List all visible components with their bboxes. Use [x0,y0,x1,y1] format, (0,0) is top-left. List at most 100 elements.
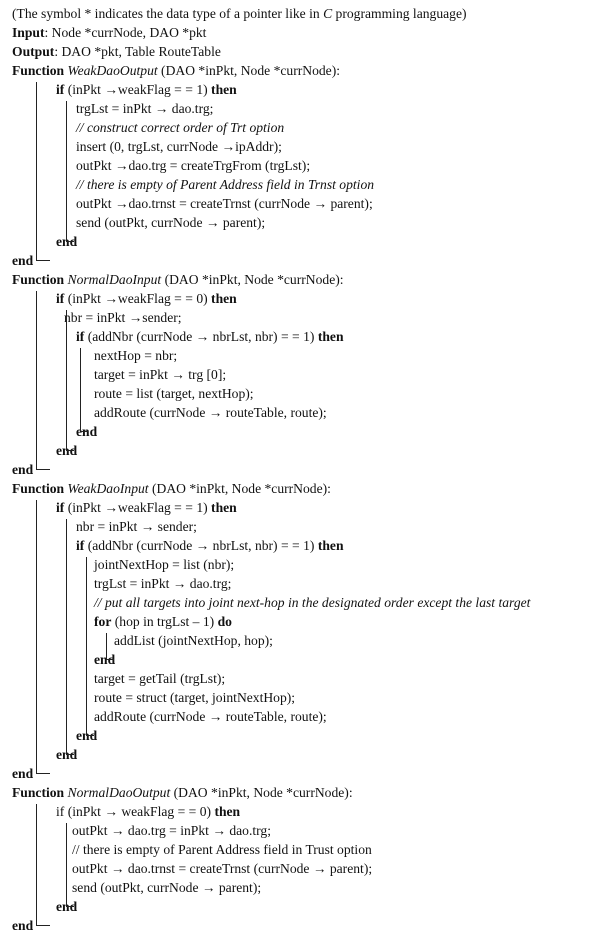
token: nextHop = nbr; [94,348,178,363]
code-line: nbr = inPkt → sender; [76,517,197,536]
block-guide-line [36,804,37,925]
code-line: insert (0, trgLst, currNode →ipAddr); [76,137,282,156]
code-line: for (hop in trgLst – 1) do [94,612,232,631]
code-line: target = inPkt → trg [0]; [94,365,226,384]
token: then [211,82,237,97]
token: insert (0, trgLst, currNode →ipAddr); [76,139,282,154]
token: trgLst = inPkt → dao.trg; [94,576,232,591]
token: then [214,804,241,819]
token: send (outPkt, currNode → parent); [76,215,266,230]
code-line: outPkt → dao.trnst = createTrnst (currNo… [72,859,372,878]
block-guide-foot [66,450,74,451]
code-line: addRoute (currNode → routeTable, route); [94,707,327,726]
token: (hop in trgLst – 1) [111,614,218,629]
token: then [317,329,344,344]
token: outPkt → dao.trg = inPkt → dao.trg; [72,823,271,838]
token: if [56,291,65,306]
block-guide-line [36,500,37,773]
token: then [211,291,237,306]
token: // there is empty of Parent Address fiel… [72,842,372,857]
block-guide-foot [36,260,50,261]
code-line: outPkt → dao.trg = inPkt → dao.trg; [72,821,271,840]
token: NormalDaoInput [67,272,162,287]
code-line: nextHop = nbr; [94,346,177,365]
code-line: Function NormalDaoOutput (DAO *inPkt, No… [12,783,353,802]
token: end [94,652,116,667]
token: outPkt →dao.trnst = createTrnst (currNod… [76,196,373,211]
token: (addNbr (currNode → nbrLst, nbr) = = 1) [84,538,318,553]
token: // put all targets into joint next-hop i… [94,595,531,610]
token: (DAO *inPkt, Node *currNode): [148,481,331,496]
end-keyword-line: end [12,460,33,479]
token: programming language) [332,6,467,21]
code-line: route = struct (target, jointNextHop); [94,688,295,707]
output-line: Output: DAO *pkt, Table RouteTable [12,42,221,61]
token: do [217,614,232,629]
block-guide-line [66,310,67,450]
token: (inPkt →weakFlag = = 1) [64,500,212,515]
token: jointNextHop = list (nbr); [94,557,235,572]
token: target = getTail (trgLst); [94,671,226,686]
code-line: Function NormalDaoInput (DAO *inPkt, Nod… [12,270,344,289]
token: Function [12,63,68,78]
block-guide-foot [106,659,114,660]
token: (DAO *inPkt, Node *currNode): [161,272,344,287]
block-guide-foot [66,241,74,242]
token: // construct correct order of Trt option [76,120,285,135]
code-line: if (inPkt →weakFlag = = 1) then [56,80,237,99]
block-guide-line [106,633,107,659]
token: addList (jointNextHop, hop); [114,633,273,648]
token: if [56,500,65,515]
code-line: // put all targets into joint next-hop i… [94,593,530,612]
block-guide-line [66,823,67,906]
code-line: // there is empty of Parent Address fiel… [72,840,372,859]
function-header-weak-dao-output: Function WeakDaoOutput (DAO *inPkt, Node… [12,61,340,80]
code-line: if (addNbr (currNode → nbrLst, nbr) = = … [76,536,344,555]
token: Output [12,44,55,59]
token: nbr = inPkt →sender; [64,310,182,325]
token: end [12,918,34,933]
token: (inPkt →weakFlag = = 0) [64,291,212,306]
token: Function [12,481,68,496]
token: then [211,500,237,515]
block-guide-line [80,348,81,431]
code-line: addRoute (currNode → routeTable, route); [94,403,327,422]
code-line: trgLst = inPkt → dao.trg; [76,99,213,118]
code-line: target = getTail (trgLst); [94,669,225,688]
code-line: if (addNbr (currNode → nbrLst, nbr) = = … [76,327,344,346]
token: if [76,538,85,553]
token: (DAO *inPkt, Node *currNode): [157,63,341,78]
code-line: nbr = inPkt →sender; [64,308,182,327]
code-line: if (inPkt → weakFlag = = 0) then [56,802,240,821]
block-guide-foot [36,773,50,774]
code-line: outPkt →dao.trg = createTrgFrom (trgLst)… [76,156,310,175]
token: Function [12,272,68,287]
token: route = struct (target, jointNextHop); [94,690,296,705]
token: if [56,82,65,97]
token: // there is empty of Parent Address fiel… [76,177,375,192]
token: NormalDaoOutput [67,785,171,800]
code-line: if (inPkt →weakFlag = = 0) then [56,289,237,308]
block-guide-foot [80,431,88,432]
block-guide-foot [66,754,74,755]
block-guide-foot [36,925,50,926]
token: for [94,614,112,629]
token: trgLst = inPkt → dao.trg; [76,101,214,116]
token: end [12,766,34,781]
code-line: // construct correct order of Trt option [76,118,284,137]
code-line: jointNextHop = list (nbr); [94,555,234,574]
token: WeakDaoOutput [67,63,158,78]
input-line: Input: Node *currNode, DAO *pkt [12,23,206,42]
token: Input [12,25,45,40]
block-guide-line [66,101,67,241]
token: WeakDaoInput [67,481,149,496]
code-line: trgLst = inPkt → dao.trg; [94,574,231,593]
token: end [12,253,34,268]
token: (DAO *inPkt, Node *currNode): [170,785,353,800]
block-guide-foot [36,469,50,470]
token: end [12,462,34,477]
token: C [323,6,333,21]
token: if [76,329,85,344]
block-guide-line [36,82,37,260]
